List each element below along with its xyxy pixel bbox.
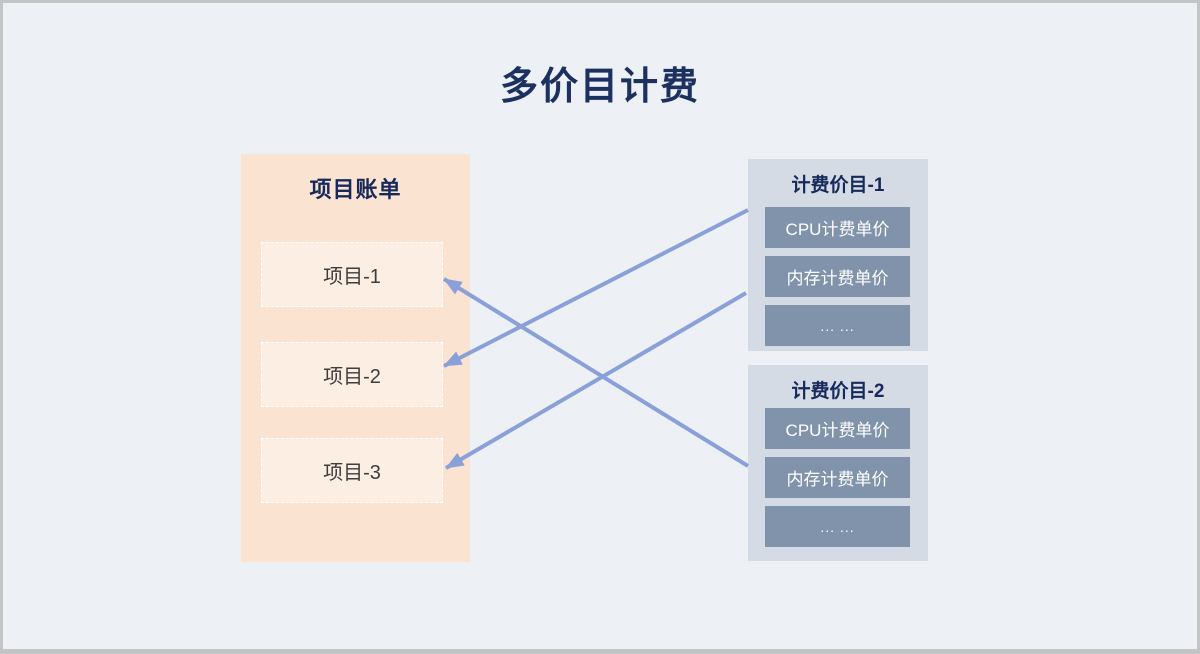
- price-list-2-items: CPU计费单价 内存计费单价 ... ...: [765, 408, 910, 547]
- price-list-2-memory-unit-price: 内存计费单价: [765, 457, 910, 498]
- price-list-panel-2: 计费价目-2 CPU计费单价 内存计费单价 ... ...: [748, 365, 928, 561]
- price-list-panel-1: 计费价目-1 CPU计费单价 内存计费单价 ... ...: [748, 159, 928, 351]
- diagram-title: 多价目计费: [499, 66, 700, 108]
- project-item-3: 项目-3: [261, 438, 443, 503]
- arrow-3: [442, 277, 750, 468]
- project-item-2: 项目-2: [261, 342, 443, 407]
- price-list-1-cpu-unit-price: CPU计费单价: [765, 207, 910, 248]
- project-bill-panel-title: 项目账单: [309, 177, 402, 202]
- arrow-1: [443, 208, 749, 368]
- price-list-2-ellipsis: ... ...: [765, 506, 910, 547]
- price-list-1-title: 计费价目-1: [791, 175, 885, 196]
- project-item-1: 项目-1: [261, 242, 443, 307]
- arrow-2: [444, 291, 748, 470]
- project-bill-items: 项目-1 项目-2 项目-3: [241, 154, 470, 562]
- price-list-1-items: CPU计费单价 内存计费单价 ... ...: [765, 207, 910, 346]
- price-list-2-title: 计费价目-2: [791, 381, 885, 402]
- price-list-1-memory-unit-price: 内存计费单价: [765, 256, 910, 297]
- price-list-2-cpu-unit-price: CPU计费单价: [765, 408, 910, 449]
- project-bill-panel: 项目账单 项目-1 项目-2 项目-3: [241, 154, 470, 562]
- price-list-1-ellipsis: ... ...: [765, 305, 910, 346]
